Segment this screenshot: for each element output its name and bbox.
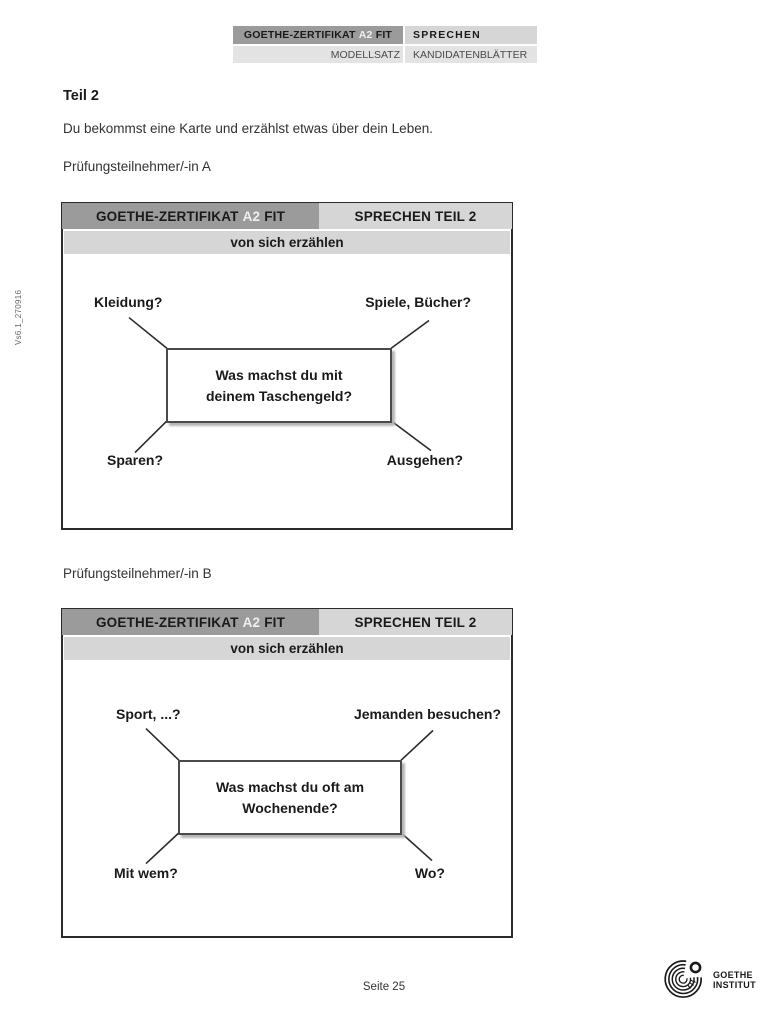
card-b-subtitle: von sich erzählen <box>64 637 510 660</box>
logo-line-2: INSTITUT <box>713 980 756 990</box>
prompt-bottom-right: Ausgehen? <box>386 452 463 468</box>
prompt-top-left: Sport, ...? <box>116 706 181 722</box>
connector-line-bottom-right <box>390 420 432 452</box>
goethe-logo-icon <box>664 960 702 998</box>
brand-suffix: FIT <box>375 29 393 41</box>
connector-line-bottom-left <box>134 420 168 454</box>
card-a-subtitle: von sich erzählen <box>64 231 510 254</box>
question-line-1: Was machst du mit <box>215 367 343 384</box>
card-a-level: A2 <box>242 208 261 224</box>
page-number: Seite 25 <box>362 981 406 993</box>
connector-line-top-right <box>390 319 430 349</box>
document-version-code: Vs6.1_270916 <box>14 289 23 345</box>
prompt-bottom-left: Sparen? <box>107 452 164 468</box>
task-card-a: GOETHE-ZERTIFIKAT A2 FIT SPRECHEN TEIL 2… <box>61 202 513 530</box>
center-question-box: Was machst du oft am Wochenende? <box>178 760 402 835</box>
connector-line-top-left <box>145 727 180 761</box>
card-a-title: SPRECHEN TEIL 2 <box>319 203 512 229</box>
question-line-1: Was machst du oft am <box>215 779 365 796</box>
audience-label: KANDIDATENBLÄTTER <box>405 46 537 63</box>
materials-label: MODELLSATZ <box>233 46 403 63</box>
connector-line-bottom-left <box>145 832 180 865</box>
prompt-bottom-left: Mit wem? <box>114 865 178 881</box>
card-b-suffix: FIT <box>264 614 286 630</box>
participant-a-label: Prüfungsteilnehmer/-in A <box>63 159 211 174</box>
instruction-text: Du bekommst eine Karte und erzählst etwa… <box>63 121 433 136</box>
brand-name: GOETHE-ZERTIFIKAT <box>243 29 356 41</box>
card-b-header: GOETHE-ZERTIFIKAT A2 FIT SPRECHEN TEIL 2 <box>62 609 512 635</box>
goethe-institut-logo: GOETHE INSTITUT <box>663 957 756 1003</box>
page-header: GOETHE-ZERTIFIKAT A2 FIT SPRECHEN MODELL… <box>233 26 537 65</box>
card-b-level: A2 <box>242 614 261 630</box>
goethe-logo-text: GOETHE INSTITUT <box>713 970 756 991</box>
page-header-row-2: MODELLSATZ KANDIDATENBLÄTTER <box>233 46 537 63</box>
card-a-diagram: Kleidung? Spiele, Bücher? Sparen? Ausgeh… <box>63 258 511 528</box>
card-a-brand: GOETHE-ZERTIFIKAT <box>95 208 239 224</box>
prompt-top-left: Kleidung? <box>94 294 163 310</box>
connector-line-top-right <box>400 729 434 761</box>
card-a-suffix: FIT <box>264 208 286 224</box>
logo-line-1: GOETHE <box>713 969 753 980</box>
task-card-b: GOETHE-ZERTIFIKAT A2 FIT SPRECHEN TEIL 2… <box>61 608 513 938</box>
prompt-top-right: Spiele, Bücher? <box>365 294 471 310</box>
section-title: Teil 2 <box>63 88 99 104</box>
center-question-box: Was machst du mit deinem Taschengeld? <box>166 348 392 423</box>
card-b-brand-cell: GOETHE-ZERTIFIKAT A2 FIT <box>62 609 319 635</box>
page-header-row-1: GOETHE-ZERTIFIKAT A2 FIT SPRECHEN <box>233 26 537 44</box>
module-cell: SPRECHEN <box>405 26 537 44</box>
brand-level: A2 <box>358 29 373 41</box>
card-a-header: GOETHE-ZERTIFIKAT A2 FIT SPRECHEN TEIL 2 <box>62 203 512 229</box>
question-line-2: Wochenende? <box>242 799 338 816</box>
prompt-bottom-right: Wo? <box>414 865 445 881</box>
connector-line-bottom-right <box>400 832 433 862</box>
connector-lines <box>128 316 432 454</box>
connector-lines <box>145 727 434 865</box>
card-a-brand-cell: GOETHE-ZERTIFIKAT A2 FIT <box>62 203 319 229</box>
card-b-brand: GOETHE-ZERTIFIKAT <box>95 614 239 630</box>
participant-b-label: Prüfungsteilnehmer/-in B <box>63 566 212 581</box>
card-b-diagram: Sport, ...? Jemanden besuchen? Mit wem? … <box>63 665 511 936</box>
question-line-2: deinem Taschengeld? <box>206 387 352 404</box>
card-b-title: SPRECHEN TEIL 2 <box>319 609 512 635</box>
prompt-top-right: Jemanden besuchen? <box>353 706 501 722</box>
connector-line-top-left <box>128 316 168 349</box>
brand-cell: GOETHE-ZERTIFIKAT A2 FIT <box>233 26 403 44</box>
